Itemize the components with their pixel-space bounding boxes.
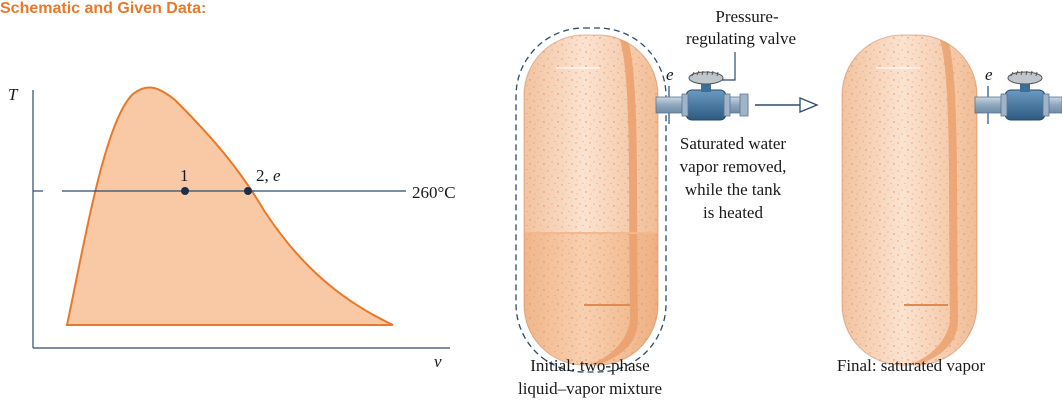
process-note-line2: vapor removed, [680,157,787,176]
process-note-line1: Saturated water [680,134,787,153]
tank-final: e [841,34,993,366]
pressure-regulating-valve-final [974,70,1062,121]
control-volume-boundary [515,27,667,373]
tank-final-exit-label: e [985,65,993,84]
tank-initial-exit-label: e [666,65,674,84]
state-point-1 [181,187,189,195]
saturation-dome [65,86,394,326]
valve-body-final [1004,89,1046,121]
tank-final-caption: Final: saturated vapor [837,356,986,375]
v-axis-label: v [434,352,442,371]
pressure-regulating-valve [655,52,749,121]
isotherm-label: 260°C [412,183,456,202]
tank-initial-caption-line2: liquid–vapor mixture [518,379,662,398]
process-note-line4: is heated [703,203,763,222]
state-point-1-label: 1 [180,166,189,185]
tank-final-highlight-stripe [910,40,958,364]
tank-initial: e [515,27,674,373]
section-heading: Schematic and Given Data: [0,0,206,17]
tank-initial-caption-line1: Initial: two-phase [530,356,649,375]
valve-body [685,89,727,121]
arrow-right-icon [755,97,819,113]
process-note-line3: while the tank [685,180,782,199]
state-point-2 [244,187,252,195]
state-point-2-label: 2, e [256,166,281,185]
tank-highlight-stripe [590,40,638,364]
valve-leader-line [722,52,736,81]
valve-label-line2: regulating valve [686,29,796,48]
valve-label-line1: Pressure- [715,7,779,26]
ts-diagram: T v 260°C 1 2, e [8,85,456,371]
t-axis-label: T [8,85,19,104]
